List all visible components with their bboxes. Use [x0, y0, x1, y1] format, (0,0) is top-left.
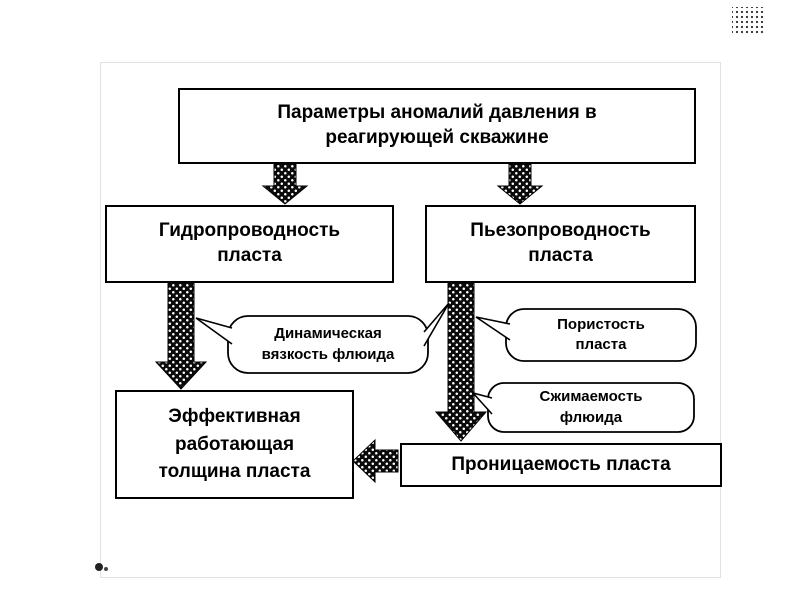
porosity-tail	[475, 316, 511, 341]
scan-border	[100, 62, 721, 578]
arrow-permeability-to-effective	[352, 438, 399, 484]
arrow-hydro-to-effective	[154, 280, 208, 390]
compressibility-tail	[470, 391, 493, 415]
effective-thickness-box: Эффективная работающая толщина пласта	[115, 390, 354, 499]
porosity-callout: Пористость пласта	[557, 315, 645, 353]
permeability-box: Проницаемость пласта	[400, 443, 722, 487]
arrow-title-to-hydro	[261, 163, 309, 205]
arrow-title-to-piezo	[496, 163, 544, 205]
arrow-piezo-to-permeability	[434, 280, 488, 442]
hydroconductivity-box: Гидропроводность пласта	[105, 205, 394, 283]
viscosity-bubble	[227, 315, 429, 374]
title-box: Параметры аномалий давления в реагирующе…	[178, 88, 696, 164]
noise-dot-square	[732, 7, 764, 34]
viscosity-callout: Динамическая вязкость флюида	[261, 325, 395, 363]
viscosity-tail-left	[195, 317, 233, 345]
compressibility-callout: Сжимаемость флюида	[539, 388, 643, 426]
viscosity-tail-right	[423, 302, 450, 347]
noise-blob-small	[104, 567, 108, 571]
noise-blob	[95, 563, 103, 571]
piezoconductivity-box: Пьезопроводность пласта	[425, 205, 696, 283]
